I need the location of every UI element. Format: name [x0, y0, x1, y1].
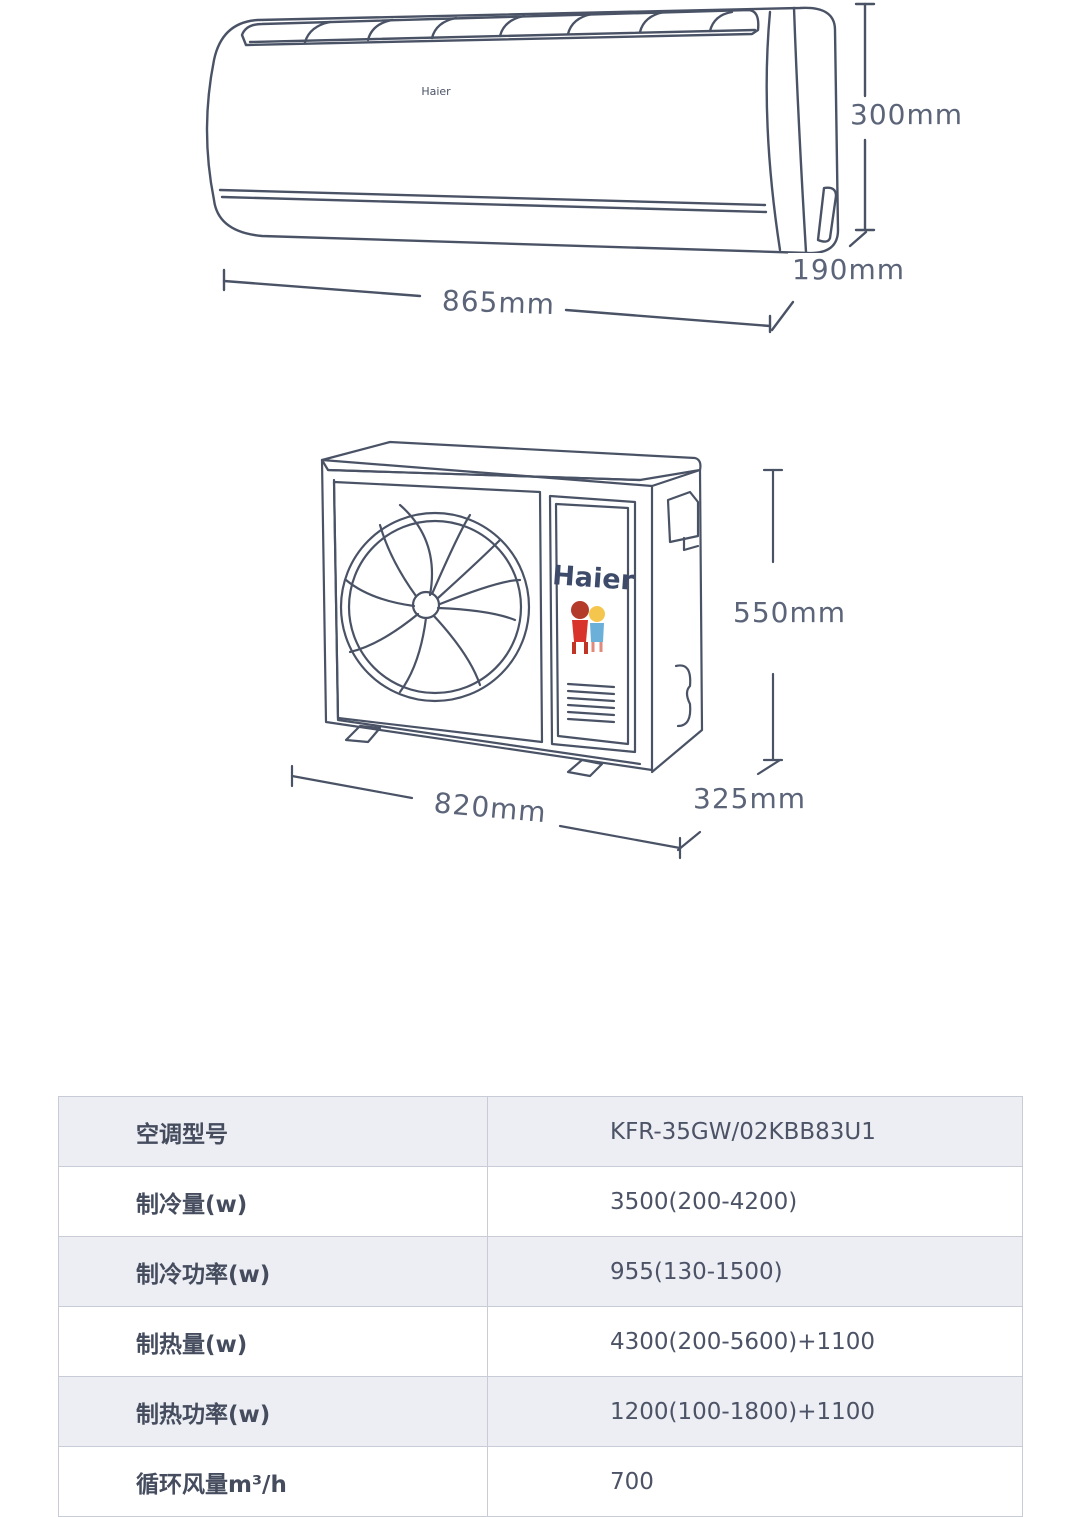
spec-value-cooling-power: 955(130-1500): [487, 1236, 1023, 1307]
spec-value-model: KFR-35GW/02KBB83U1: [487, 1096, 1023, 1167]
mascot-icon: [571, 601, 605, 654]
outdoor-depth-label: 325mm: [689, 782, 810, 815]
spec-label-heating-power: 制热功率(w): [58, 1376, 488, 1447]
spec-label-cooling-power: 制冷功率(w): [58, 1236, 488, 1307]
spec-label-model: 空调型号: [58, 1096, 488, 1167]
indoor-brand-logo: Haier: [421, 85, 451, 98]
table-row: 制热功率(w) 1200(100-1800)+1100: [58, 1376, 1023, 1447]
indoor-depth-label: 190mm: [788, 253, 909, 286]
indoor-unit-diagram: Haier 300mm 190mm 865mm: [0, 0, 1080, 340]
spec-value-heating-capacity: 4300(200-5600)+1100: [487, 1306, 1023, 1377]
outdoor-unit-drawing: Haier: [290, 440, 784, 860]
spec-value-heating-power: 1200(100-1800)+1100: [487, 1376, 1023, 1447]
table-row: 空调型号 KFR-35GW/02KBB83U1: [58, 1096, 1023, 1167]
table-row: 制热量(w) 4300(200-5600)+1100: [58, 1306, 1023, 1377]
indoor-height-label: 300mm: [846, 98, 967, 131]
spec-label-heating-capacity: 制热量(w): [58, 1306, 488, 1377]
table-row: 制冷功率(w) 955(130-1500): [58, 1236, 1023, 1307]
specs-table: 空调型号 KFR-35GW/02KBB83U1 制冷量(w) 3500(200-…: [58, 1096, 1023, 1517]
outdoor-height-label: 550mm: [729, 596, 850, 629]
spec-value-airflow: 700: [487, 1446, 1023, 1517]
spec-value-cooling-capacity: 3500(200-4200): [487, 1166, 1023, 1237]
outdoor-brand-logo: Haier: [551, 560, 635, 597]
svg-text:Haier: Haier: [551, 560, 635, 597]
spec-label-airflow: 循环风量m³/h: [58, 1446, 488, 1517]
table-row: 循环风量m³/h 700: [58, 1446, 1023, 1517]
indoor-width-label: 865mm: [437, 284, 560, 322]
outdoor-unit-diagram: Haier 550mm 325mm 820mm: [0, 430, 1080, 870]
spec-label-cooling-capacity: 制冷量(w): [58, 1166, 488, 1237]
indoor-unit-drawing: Haier: [205, 2, 876, 334]
table-row: 制冷量(w) 3500(200-4200): [58, 1166, 1023, 1237]
